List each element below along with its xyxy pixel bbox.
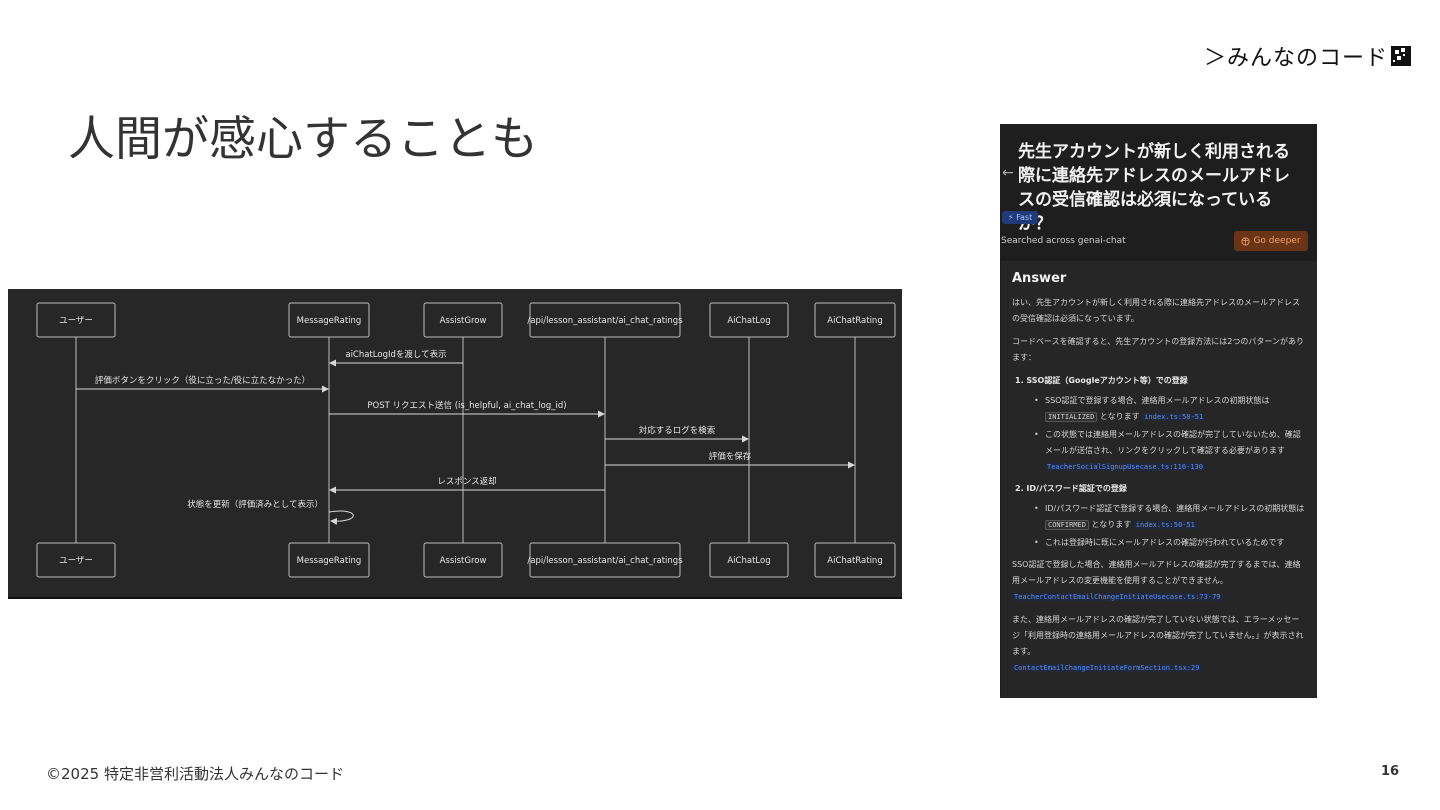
brand-logo: ＞みんなのコード <box>1204 40 1412 72</box>
code-reference-link[interactable]: index.ts:50-51 <box>1133 521 1197 529</box>
participant-label-bottom: AiChatRating <box>827 556 882 566</box>
section-sso: 1. SSO認証（Googleアカウント等）での登録 SSO認証で登録する場合、… <box>1015 373 1307 475</box>
message-label: 評価ボタンをクリック（役に立った/役に立たなかった） <box>95 375 310 386</box>
participant-label-bottom: AssistGrow <box>440 556 487 566</box>
participant-label-bottom: ユーザー <box>59 556 93 566</box>
message-label: レスポンス返却 <box>437 476 496 487</box>
panel-header: ← 先生アカウントが新しく利用される際に連絡先アドレスのメールアドレスの受信確認… <box>1000 124 1317 236</box>
code-reference-link[interactable]: TeacherContactEmailChangeInitiateUsecase… <box>1012 593 1223 601</box>
sso-note-text: SSO認証で登録した場合、連絡用メールアドレスの確認が完了するまでは、連絡用メー… <box>1012 560 1301 585</box>
brain-icon <box>1241 236 1251 246</box>
participant-label-bottom: /api/lesson_assistant/ai_chat_ratings <box>527 556 683 566</box>
code-reference-link[interactable]: TeacherSocialSignupUsecase.ts:116-130 <box>1045 463 1205 471</box>
participant-box <box>814 302 896 338</box>
participant-box <box>36 302 116 338</box>
footer-copyright: ©2025 特定非営利活動法人みんなのコード <box>46 765 344 783</box>
participant-label-top: MessageRating <box>297 316 362 326</box>
section-heading: 2. ID/パスワード認証での登録 <box>1015 484 1127 493</box>
answer-intro: はい、先生アカウントが新しく利用される際に連絡先アドレスのメールアドレスの受信確… <box>1012 298 1300 323</box>
item-text: これは登録時に既にメールアドレスの確認が行われているためです <box>1045 538 1285 547</box>
participant-label-top: AiChatRating <box>827 316 882 326</box>
message-label: POST リクエスト送信 (is_helpful, ai_chat_log_id… <box>367 400 566 411</box>
participant-box <box>423 542 503 578</box>
item-text: ID/パスワード認証で登録する場合、連絡用メールアドレスの初期状態は <box>1045 504 1305 513</box>
item-suffix: となります <box>1091 520 1132 529</box>
answer-box: Answer はい、先生アカウントが新しく利用される際に連絡先アドレスのメールア… <box>1001 261 1317 698</box>
answer-heading: Answer <box>1012 271 1067 286</box>
message-label: 評価を保存 <box>709 451 752 462</box>
question-title: 先生アカウントが新しく利用される際に連絡先アドレスのメールアドレスの受信確認は必… <box>1018 142 1290 234</box>
item-text: SSO認証で登録する場合、連絡用メールアドレスの初期状態は <box>1045 396 1270 405</box>
participant-label-top: ユーザー <box>59 316 93 326</box>
participant-box <box>709 302 789 338</box>
participant-box <box>814 542 896 578</box>
section-heading: 1. SSO認証（Googleアカウント等）での登録 <box>1015 376 1188 385</box>
participant-box <box>36 542 116 578</box>
participant-box <box>709 542 789 578</box>
participant-label-bottom: AiChatLog <box>727 556 770 566</box>
participant-box <box>529 542 681 578</box>
participant-box <box>423 302 503 338</box>
section-items: SSO認証で登録する場合、連絡用メールアドレスの初期状態は INITIALIZE… <box>1015 393 1307 475</box>
self-message-arrow <box>328 510 354 525</box>
section-items: ID/パスワード認証で登録する場合、連絡用メールアドレスの初期状態は CONFI… <box>1015 501 1307 551</box>
participant-label-top: AssistGrow <box>440 316 487 326</box>
code-reference-link[interactable]: ContactEmailChangeInitiateFormSection.ts… <box>1012 664 1202 672</box>
code-reference-link[interactable]: index.ts:50-51 <box>1142 413 1206 421</box>
list-item: これは登録時に既にメールアドレスの確認が行われているためです <box>1034 535 1307 551</box>
sequence-diagram: ユーザーユーザーMessageRatingMessageRatingAssist… <box>36 302 896 578</box>
sso-note: SSO認証で登録した場合、連絡用メールアドレスの確認が完了するまでは、連絡用メー… <box>1012 557 1307 605</box>
inline-code: INITIALIZED <box>1045 412 1098 422</box>
inline-code: CONFIRMED <box>1045 520 1089 530</box>
item-suffix: となります <box>1099 412 1140 421</box>
brand-logo-text: ＞みんなのコード <box>1204 46 1389 71</box>
searched-scope: Searched across genai-chat <box>1001 236 1126 246</box>
page-number: 16 <box>1381 764 1400 779</box>
answer-sections: 1. SSO認証（Googleアカウント等）での登録 SSO認証で登録する場合、… <box>1012 373 1307 551</box>
fast-badge: ⚡ Fast <box>1002 211 1039 224</box>
also-note-text: また、連絡用メールアドレスの確認が完了していない状態では、エラーメッセージ「利用… <box>1012 615 1304 656</box>
participant-label-bottom: MessageRating <box>297 556 362 566</box>
participant-box <box>288 542 370 578</box>
list-item: ID/パスワード認証で登録する場合、連絡用メールアドレスの初期状態は CONFI… <box>1034 501 1307 533</box>
list-item: この状態では連絡用メールアドレスの確認が完了していないため、確認メールが送信され… <box>1034 427 1307 475</box>
item-text: この状態では連絡用メールアドレスの確認が完了していないため、確認メールが送信され… <box>1045 430 1301 455</box>
go-deeper-button[interactable]: Go deeper <box>1234 231 1308 251</box>
go-deeper-label: Go deeper <box>1253 236 1301 246</box>
participant-label-top: AiChatLog <box>727 316 770 326</box>
slide-title: 人間が感心することも <box>68 112 538 167</box>
section-password: 2. ID/パスワード認証での登録 ID/パスワード認証で登録する場合、連絡用メ… <box>1015 481 1307 551</box>
participant-box <box>529 302 681 338</box>
participant-box <box>288 302 370 338</box>
chat-answer-panel: ← 先生アカウントが新しく利用される際に連絡先アドレスのメールアドレスの受信確認… <box>1000 124 1317 698</box>
message-label: aiChatLogIdを渡して表示 <box>345 349 446 360</box>
answer-codebase: コードベースを確認すると、先生アカウントの登録方法には2つのパターンがあります： <box>1012 337 1304 362</box>
message-label: 対応するログを検索 <box>639 425 716 436</box>
message-label: 状態を更新（評価済みとして表示） <box>187 499 323 510</box>
participant-label-top: /api/lesson_assistant/ai_chat_ratings <box>527 316 683 326</box>
back-arrow-icon[interactable]: ← <box>1002 165 1014 181</box>
list-item: SSO認証で登録する場合、連絡用メールアドレスの初期状態は INITIALIZE… <box>1034 393 1307 425</box>
brand-mark-icon <box>1391 46 1412 66</box>
also-note: また、連絡用メールアドレスの確認が完了していない状態では、エラーメッセージ「利用… <box>1012 612 1307 676</box>
